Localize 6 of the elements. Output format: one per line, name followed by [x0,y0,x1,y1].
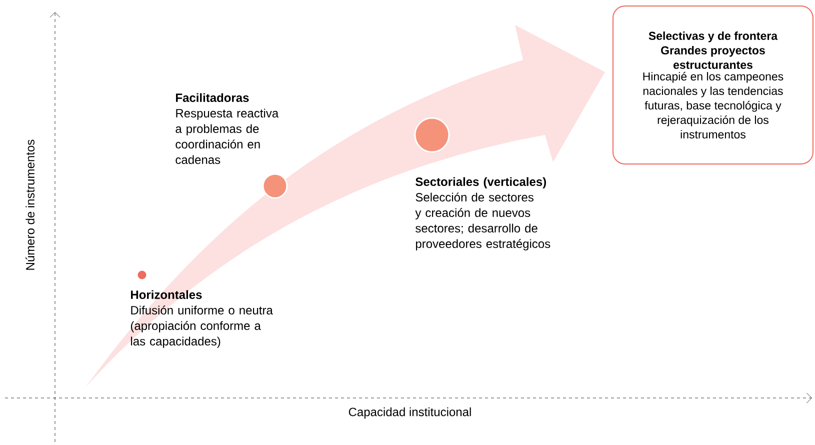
description-text: Sectoriales (verticales) Selección de sectores y creación de nuevos sectores; desarrollo de proveedores estratégicos [415,177,550,250]
axis-label: Capacidad institucional [348,407,471,419]
description-text: Facilitadoras Respuesta reactiva a problemas de coordinación en cadenas [176,93,279,164]
text-box: Selectivas y de frontera Grandes proyectos estructurantes Hincapié en los campeones nacionales y las tendencias futuras, base tecnológica y rejeraquización de los instrumentos [612,6,814,164]
description-text: Horizontales Difusión uniforme o neutra (apropiación conforme a las capacidades) [130,290,273,348]
axis-label: Número de instrumentos [26,140,34,270]
